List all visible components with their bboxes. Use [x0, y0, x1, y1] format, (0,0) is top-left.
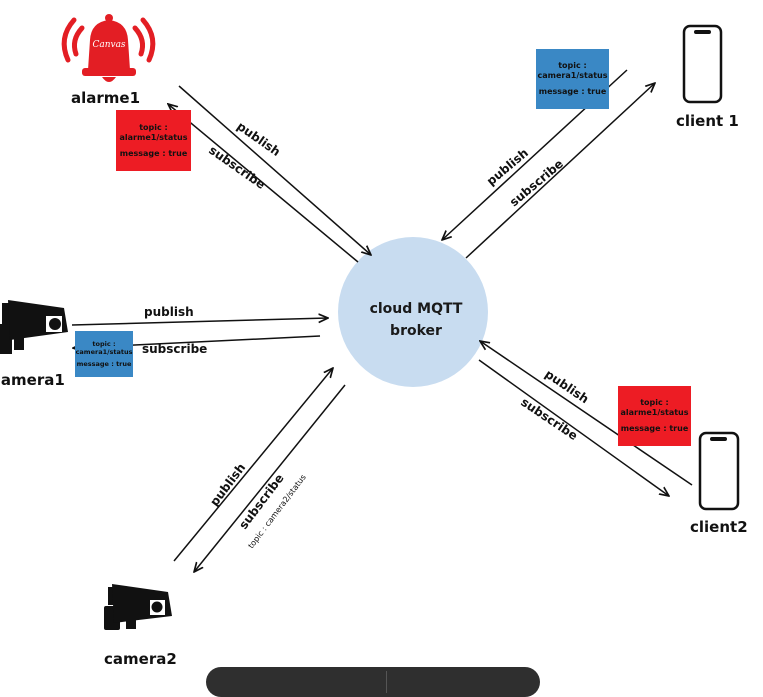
client2-msg-topic-line1: topic :	[640, 398, 669, 407]
alarme1-msg-topic-line1: topic :	[139, 122, 168, 132]
camera1-msg-topic-line2: camera1/status	[75, 347, 133, 356]
client2-publish-arrow	[480, 341, 693, 486]
alarme1-msg-message: message : true	[119, 148, 188, 158]
broker-label-line2: broker	[390, 323, 442, 339]
alarm-bell-icon: Canvas	[61, 14, 156, 82]
alarme1-label: alarme1	[71, 89, 141, 107]
phone-icon-client2	[698, 431, 740, 511]
camera1-publish-arrow	[71, 318, 328, 326]
client2-label: client2	[690, 518, 748, 536]
camera1-publish-label: publish	[144, 305, 194, 319]
bell-brand-text: Canvas	[92, 40, 125, 50]
camera2-label: camera2	[104, 650, 177, 668]
alarme1-subscribe-arrow	[168, 104, 359, 263]
broker-label-line1: cloud MQTT	[369, 301, 463, 317]
client2-msg-topic-line2: alarme1/status	[620, 408, 689, 417]
client1-publish-label: publish	[484, 146, 531, 189]
camera1-subscribe-label: subscribe	[142, 342, 207, 356]
bottom-toolbar[interactable]	[206, 667, 540, 697]
camera2-publish-arrow	[173, 368, 333, 562]
client1-subscribe-arrow	[465, 83, 655, 259]
client2-subscribe-arrow	[478, 359, 669, 496]
camera1-label: camera1	[0, 371, 65, 389]
alarme1-message-box: topic : alarme1/status message : true	[116, 110, 191, 171]
toolbar-divider	[386, 671, 387, 693]
camera2-publish-label: publish	[207, 461, 248, 509]
client2-message-box: topic : alarme1/status message : true	[618, 386, 691, 446]
client1-msg-message: message : true	[538, 87, 607, 96]
broker-label: cloud MQTT broker	[336, 298, 496, 342]
client1-message-box: topic : camera1/status message : true	[536, 49, 609, 109]
camera1-msg-message: message : true	[76, 360, 132, 369]
alarme1-msg-topic-line2: alarme1/status	[119, 132, 188, 142]
client1-label: client 1	[676, 112, 739, 130]
phone-icon-client1	[682, 24, 723, 104]
camera2-subscribe-arrow	[194, 384, 346, 572]
camera1-message-box: topic : camera1/status message : true	[75, 331, 133, 377]
alarme1-publish-arrow	[178, 85, 371, 255]
alarme1-publish-label: publish	[234, 119, 283, 159]
client1-msg-topic-line1: topic :	[558, 61, 587, 70]
client2-msg-message: message : true	[620, 424, 689, 433]
alarme1-subscribe-label: subscribe	[206, 143, 268, 192]
broker-circle	[338, 237, 488, 387]
security-camera-icon-camera2	[104, 584, 172, 630]
client1-msg-topic-line2: camera1/status	[537, 71, 608, 80]
mqtt-diagram: publish subscribe publish subscribe publ…	[0, 14, 740, 630]
camera1-msg-topic-line1: topic :	[92, 339, 116, 348]
security-camera-icon-camera1	[0, 300, 68, 354]
